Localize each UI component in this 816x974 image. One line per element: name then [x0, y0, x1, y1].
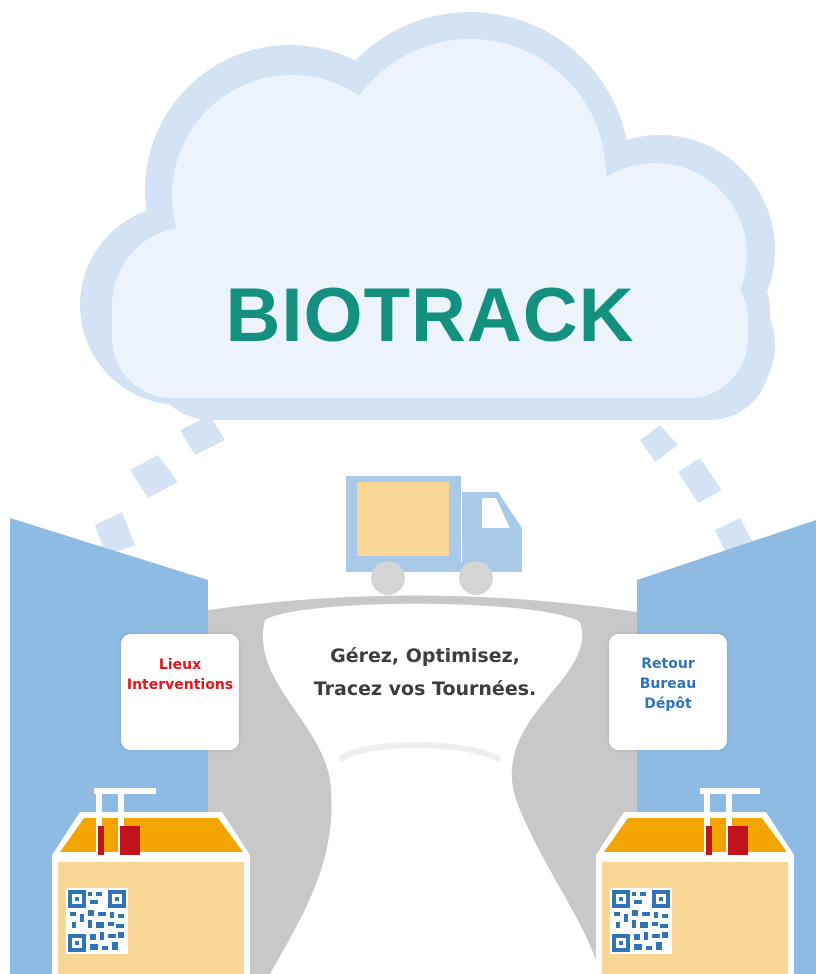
return-depot-card-line-1: Retour	[641, 656, 695, 672]
return-depot-card-line-3: Dépôt	[644, 696, 692, 712]
interventions-card: Lieux Interventions	[121, 634, 239, 750]
tagline: Gérez, Optimisez, Tracez vos Tournées.	[275, 640, 575, 706]
specimen-box-right	[596, 788, 794, 974]
tagline-line-2: Tracez vos Tournées.	[313, 678, 537, 700]
road-icon	[208, 595, 637, 974]
return-depot-card: Retour Bureau Dépôt	[609, 634, 727, 750]
interventions-card-line-2: Interventions	[126, 677, 234, 693]
truck-icon	[346, 476, 522, 595]
brand-title: BIOTRACK	[225, 273, 635, 358]
interventions-card-line-1: Lieux	[158, 657, 202, 673]
return-depot-card-line-2: Bureau	[639, 676, 697, 692]
tagline-line-1: Gérez, Optimisez,	[330, 645, 520, 667]
qr-code-icon	[66, 888, 672, 954]
cloud-icon	[80, 12, 775, 420]
